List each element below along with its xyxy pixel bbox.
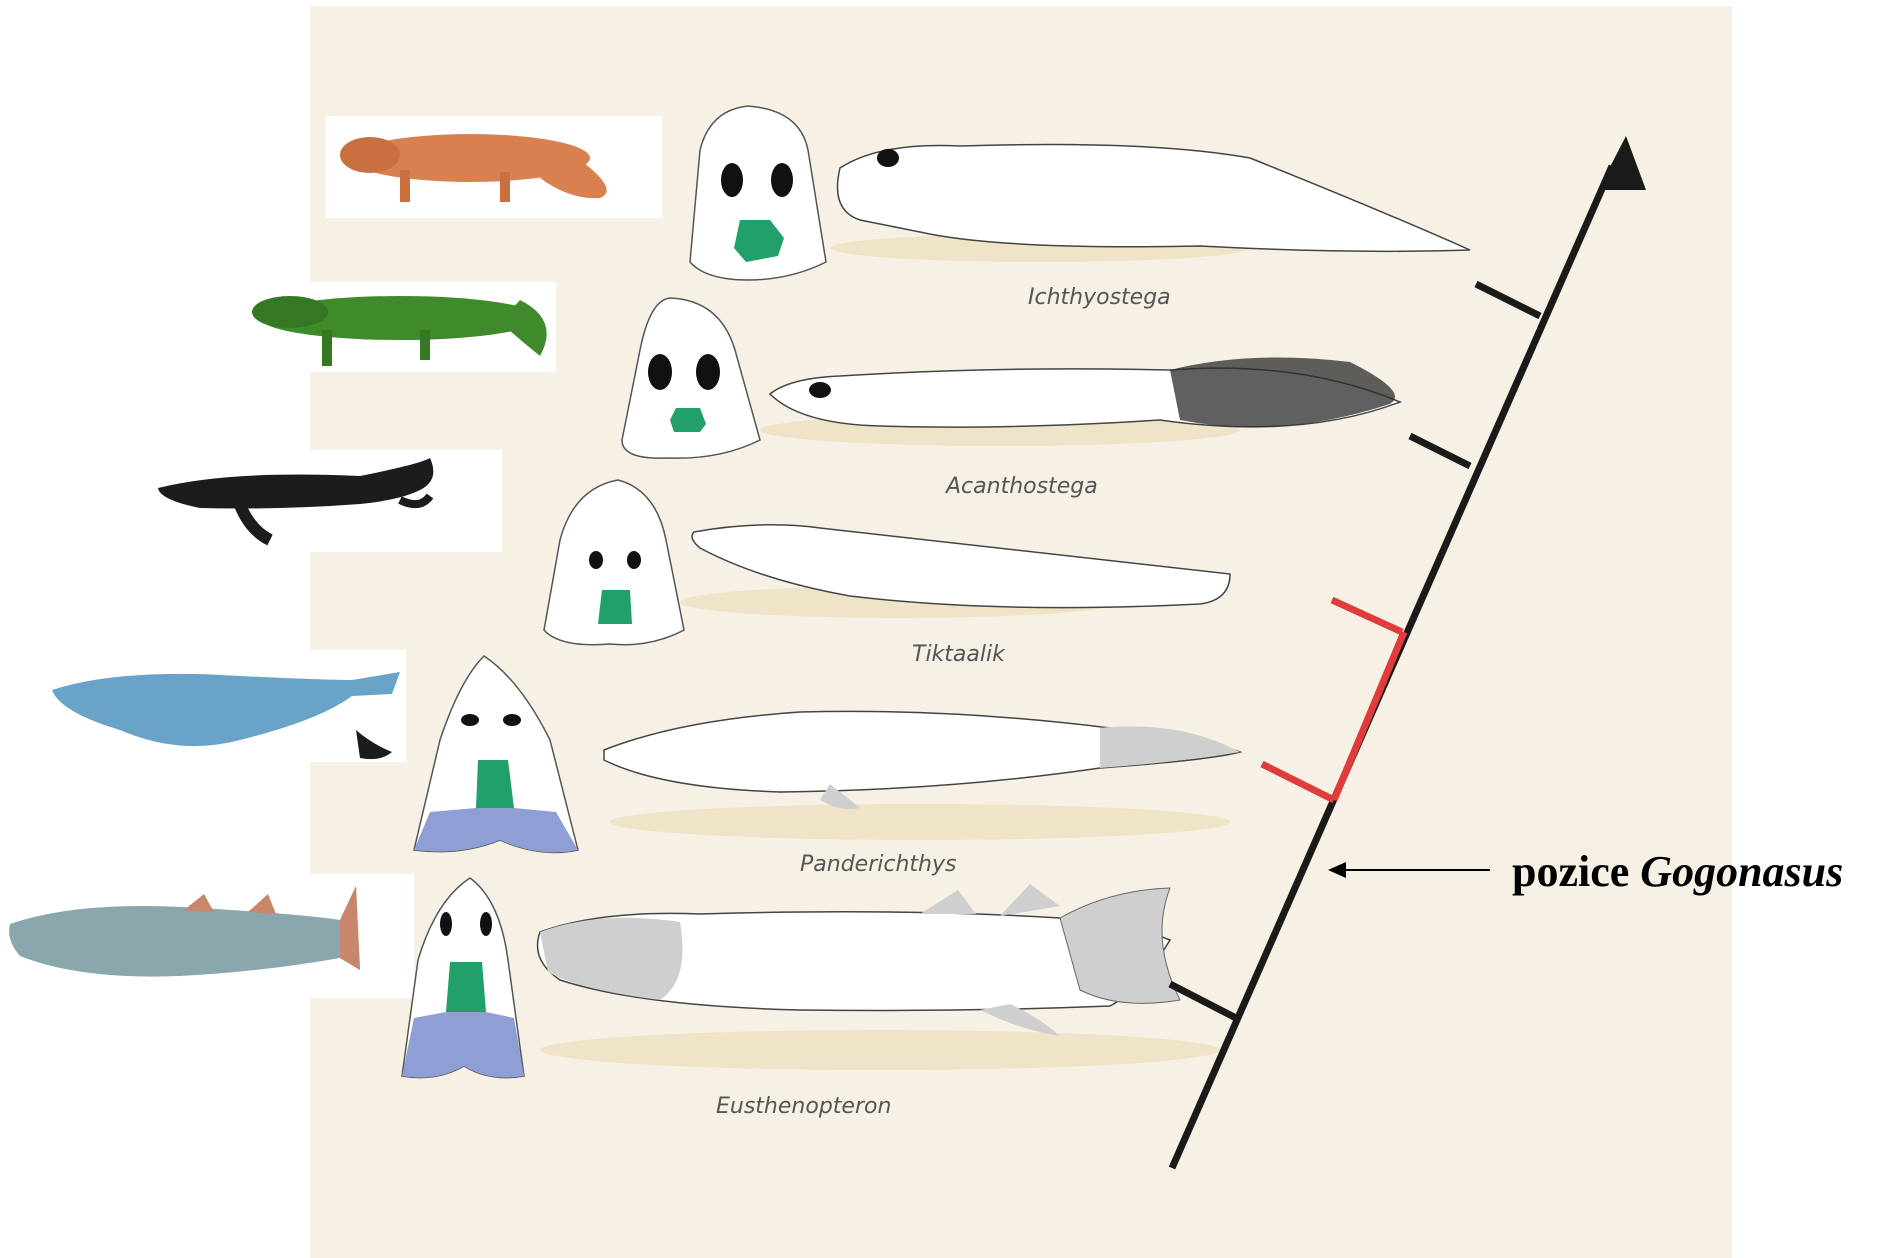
ground-shadow <box>610 804 1230 840</box>
taxon-label: Panderichthys <box>800 852 956 877</box>
annotation-text: pozice Gogonasus <box>1512 847 1843 896</box>
taxon-label: Ichthyostega <box>1028 285 1171 310</box>
ground-shadow <box>540 1030 1220 1070</box>
annotation-genus: Gogonasus <box>1640 847 1843 896</box>
taxon-label: Tiktaalik <box>912 642 1006 667</box>
taxon-label: Eusthenopteron <box>716 1094 891 1119</box>
taxon-label: Acanthostega <box>944 474 1098 499</box>
annotation-prefix: pozice <box>1512 847 1629 896</box>
